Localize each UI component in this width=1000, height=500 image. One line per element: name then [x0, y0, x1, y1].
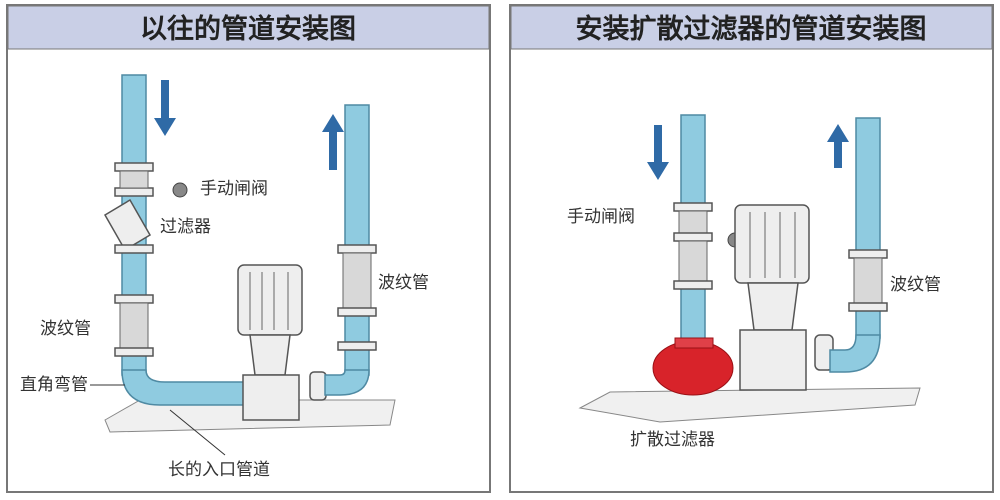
flange: [337, 307, 377, 317]
flange: [114, 347, 154, 357]
right-panel: 安装扩散过滤器的管道安装图: [509, 4, 994, 493]
flange: [673, 280, 713, 290]
base-plate: [578, 387, 921, 423]
gate-valve: [678, 210, 708, 234]
leader-line: [169, 409, 226, 456]
pump: [734, 204, 834, 391]
pump-motor: [237, 264, 303, 336]
flange: [337, 244, 377, 254]
label-gate-valve: 手动闸阀: [567, 207, 635, 227]
bellows-outlet: [853, 257, 883, 304]
outlet-elbow: [324, 369, 370, 396]
diffuser-piping-illustration: [578, 114, 921, 423]
outlet-elbow: [829, 334, 881, 373]
label-bellows: 波纹管: [890, 275, 941, 295]
left-panel-title: 以往的管道安装图: [140, 13, 356, 45]
bellows-right: [342, 252, 372, 309]
flange: [114, 187, 154, 197]
valve-handwheel-icon: [172, 182, 188, 198]
flow-up-arrow-icon: [827, 124, 849, 168]
flange: [114, 294, 154, 304]
label-gate-valve: 手动闸阀: [200, 179, 268, 199]
label-elbow: 直角弯管: [20, 375, 88, 395]
flange: [673, 202, 713, 212]
pump: [237, 264, 327, 421]
flange: [337, 341, 377, 351]
outlet-pipe: [344, 104, 370, 376]
left-panel: 以往的管道安装图: [6, 4, 491, 493]
flange: [848, 302, 888, 312]
left-panel-header: [7, 5, 490, 50]
flange: [673, 232, 713, 242]
right-panel-title: 安装扩散过滤器的管道安装图: [576, 13, 927, 45]
flange: [848, 249, 888, 259]
flange: [114, 244, 154, 254]
flange: [114, 162, 154, 172]
y-strainer-filter: [103, 198, 152, 252]
bellows-left: [119, 302, 149, 349]
label-bellows-right: 波纹管: [378, 273, 429, 293]
pump-motor: [734, 204, 810, 284]
right-panel-header: [510, 5, 993, 50]
filter-flange: [674, 337, 714, 349]
flow-up-arrow-icon: [322, 114, 344, 170]
label-diffuser-filter: 扩散过滤器: [630, 430, 715, 450]
flow-down-arrow-icon: [647, 125, 669, 180]
gate-valve: [119, 170, 149, 189]
conventional-piping-illustration: [103, 74, 396, 433]
flow-down-arrow-icon: [154, 80, 176, 136]
label-inlet-pipe: 长的入口管道: [168, 460, 270, 480]
bellows-inlet: [678, 240, 708, 282]
label-bellows-left: 波纹管: [40, 319, 91, 339]
label-filter: 过滤器: [160, 217, 211, 237]
diffuser-filter: [652, 340, 734, 396]
